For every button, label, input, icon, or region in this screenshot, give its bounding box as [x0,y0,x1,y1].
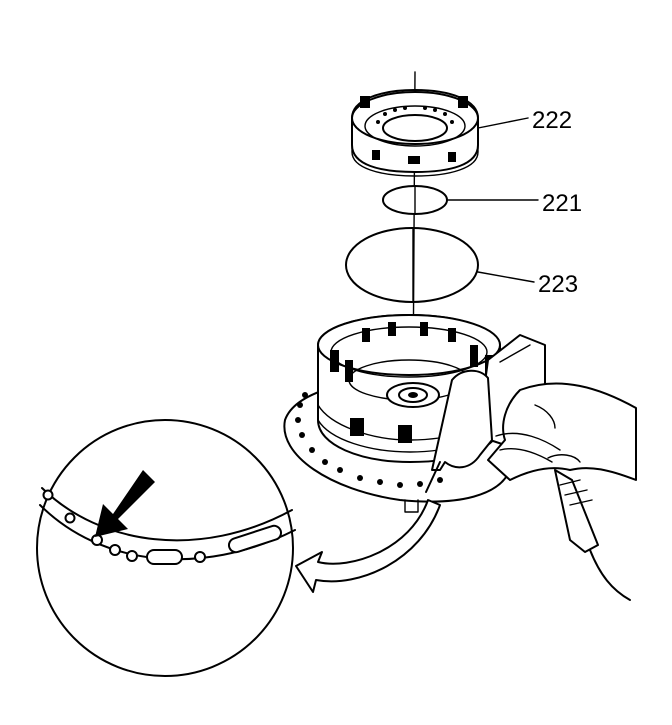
detail-magnifier [36,419,296,677]
piston-222 [351,89,479,177]
callout-223: 223 [538,271,578,298]
seal-ring-223 [345,227,479,303]
leader-222 [477,117,529,129]
indicator-arrow [95,470,155,537]
technician-hand [487,382,637,481]
callout-221: 221 [542,190,582,217]
curved-arrow [295,499,441,593]
callout-222: 222 [532,107,572,134]
leader-223 [477,271,535,283]
